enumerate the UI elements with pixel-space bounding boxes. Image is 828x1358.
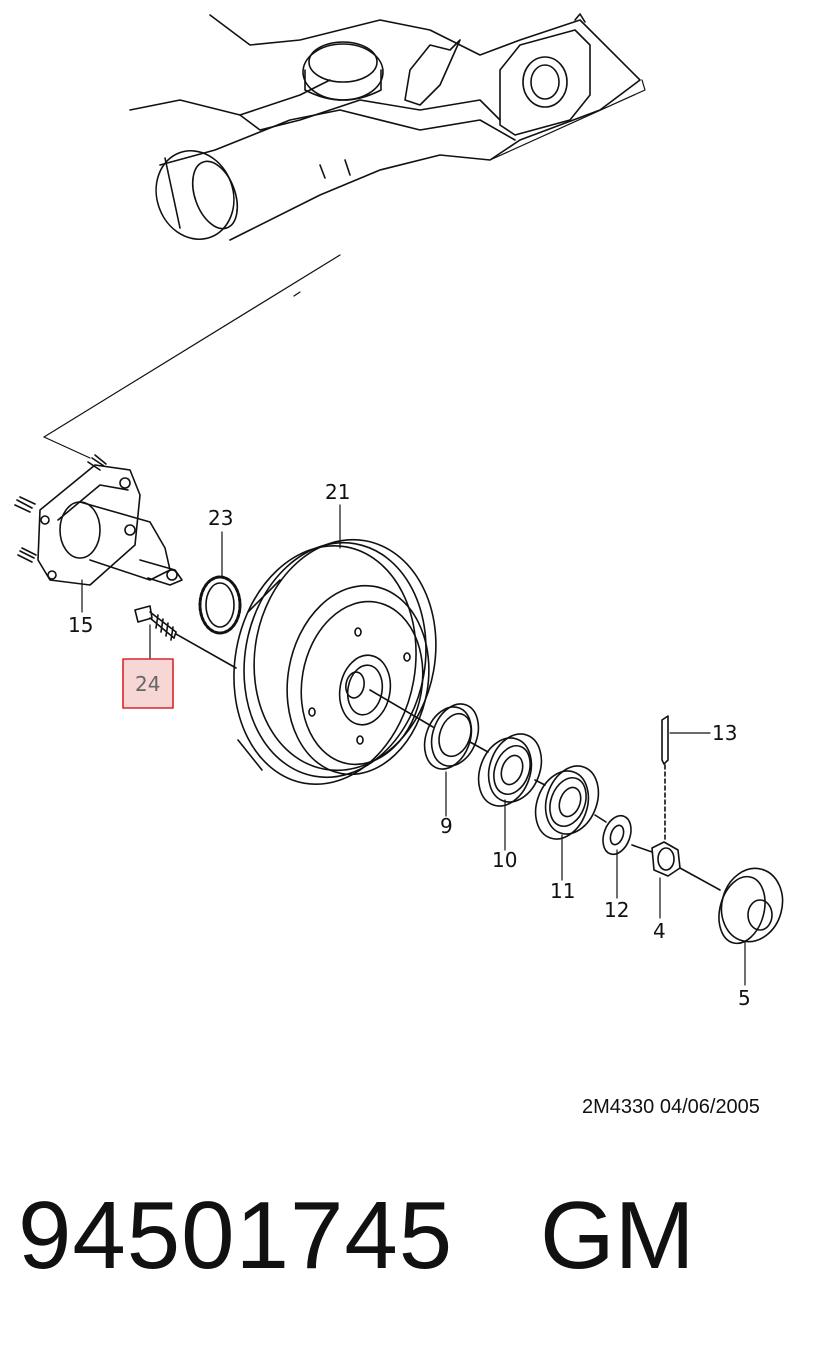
brake-drum-part-21 [233,538,437,786]
callout-9[interactable]: 9 [440,814,453,838]
cotter-pin-part-13 [661,715,669,843]
label-leader-lines [81,504,746,986]
brand-name: GM [540,1182,695,1289]
callout-13[interactable]: 13 [712,721,737,745]
callout-10[interactable]: 10 [492,848,517,872]
stub-axle-part-15 [14,454,183,586]
castle-nut-part-4 [631,841,681,877]
rear-axle-beam [129,13,641,241]
hub-cap-part-5 [679,867,784,945]
callout-11[interactable]: 11 [550,879,575,903]
callout-12[interactable]: 12 [604,898,629,922]
assembly-leader-lines [43,79,646,459]
callout-24[interactable]: 24 [135,672,160,696]
seal-part-9 [369,689,480,770]
part-number: 94501745 [18,1182,454,1289]
highlight-box-24 [122,658,174,709]
bearing-part-11 [534,765,600,840]
wheel-stud-part-24 [134,605,237,669]
bearing-part-10 [469,733,543,807]
drawing-code: 2M4330 04/06/2005 [582,1096,760,1118]
abs-ring-part-23 [198,575,242,635]
callout-15[interactable]: 15 [68,613,93,637]
part-labels: 21 23 15 24 13 9 10 11 12 4 5 [68,480,751,1010]
callout-21[interactable]: 21 [325,480,350,504]
washer-part-12 [594,814,632,856]
exploded-parts-diagram: 21 23 15 24 13 9 10 11 12 4 5 [14,13,784,1010]
callout-5[interactable]: 5 [738,986,751,1010]
callout-23[interactable]: 23 [208,506,233,530]
callout-4[interactable]: 4 [653,919,666,943]
